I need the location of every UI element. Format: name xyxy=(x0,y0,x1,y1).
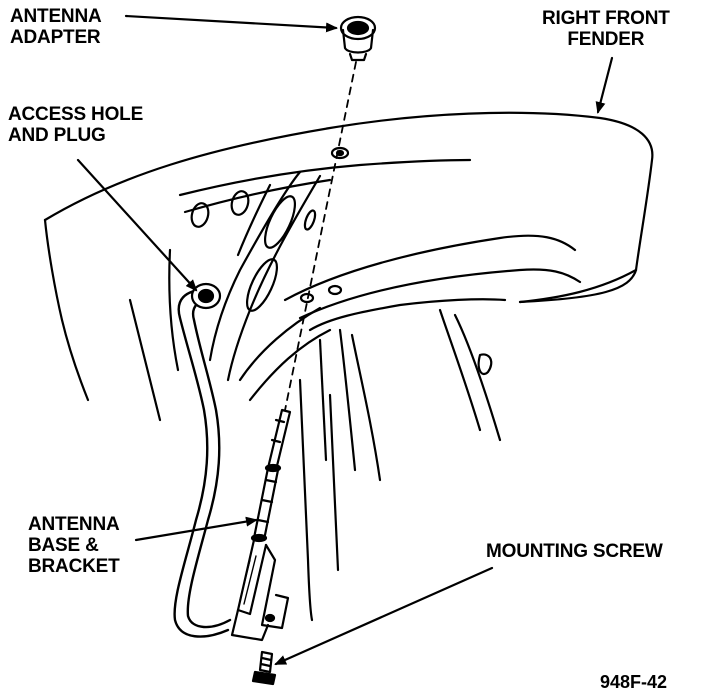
label-antenna-adapter-line2: ADAPTER xyxy=(10,27,101,48)
antenna-adapter-part xyxy=(339,15,377,62)
label-antenna-base-bracket: ANTENNA BASE & BRACKET xyxy=(28,514,120,577)
label-access-hole-line1: ACCESS HOLE xyxy=(8,104,144,125)
leader-antenna-adapter xyxy=(124,14,338,33)
leader-antenna-base xyxy=(134,516,258,542)
label-right-front-fender-line1: RIGHT FRONT xyxy=(542,8,670,29)
access-plug xyxy=(190,282,222,310)
antenna-cable xyxy=(173,288,232,638)
mounting-screw-part xyxy=(251,650,277,686)
label-mounting-screw-text: MOUNTING SCREW xyxy=(486,541,663,562)
leader-lines xyxy=(76,14,614,666)
label-access-hole-plug: ACCESS HOLE AND PLUG xyxy=(8,104,143,146)
apron-holes xyxy=(190,190,343,312)
label-antenna-base-line1: ANTENNA xyxy=(28,514,120,535)
label-antenna-adapter-line1: ANTENNA xyxy=(10,6,102,27)
label-mounting-screw: MOUNTING SCREW xyxy=(486,541,663,562)
fender-outline xyxy=(43,111,654,402)
antenna-base-body xyxy=(250,408,292,543)
label-antenna-adapter: ANTENNA ADAPTER xyxy=(10,6,102,48)
label-antenna-base-line3: BRACKET xyxy=(28,556,120,577)
antenna-bracket xyxy=(230,538,290,642)
leader-access-hole xyxy=(76,158,198,292)
inner-fender-structure xyxy=(128,170,582,622)
label-antenna-base-line2: BASE & xyxy=(28,535,99,556)
label-right-front-fender: RIGHT FRONT FENDER xyxy=(542,8,670,50)
leader-right-front-fender xyxy=(595,56,614,114)
leader-mounting-screw xyxy=(274,566,494,666)
antenna-axis-line xyxy=(282,61,357,421)
fender-grommet xyxy=(330,146,350,160)
label-right-front-fender-line2: FENDER xyxy=(567,29,645,50)
label-access-hole-line2: AND PLUG xyxy=(8,125,106,146)
figure-id: 948F-42 xyxy=(600,672,668,692)
